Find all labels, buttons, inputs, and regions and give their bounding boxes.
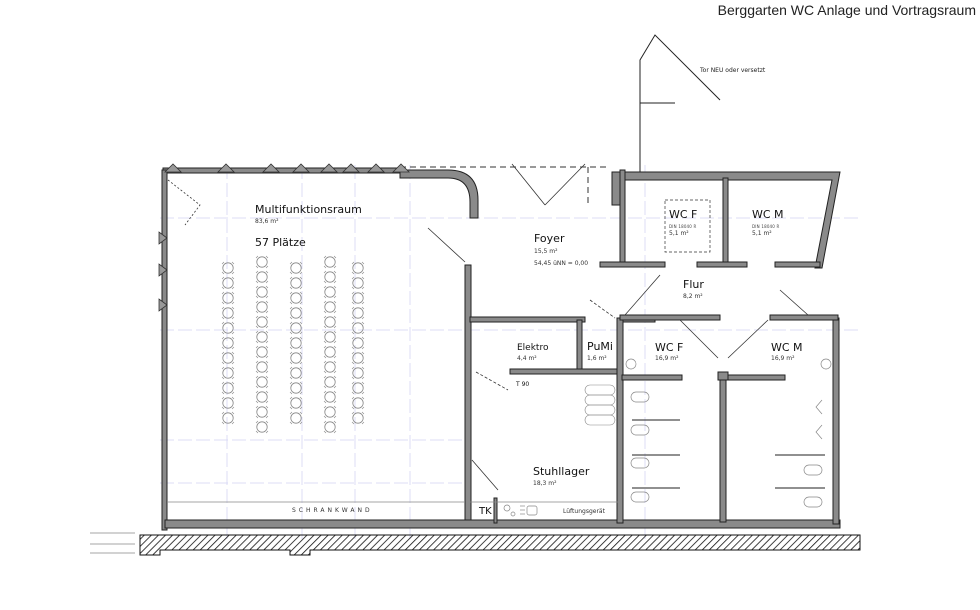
ventilation-label: Lüftungsgerät (563, 508, 605, 515)
room-area-foyer: 15,5 m² (534, 248, 558, 255)
room-area-flur: 8,2 m² (683, 293, 703, 300)
column-markers (158, 163, 410, 312)
room-area-wc-m-large: 16,9 m² (771, 355, 795, 362)
room-area-multifunktionsraum: 83,6 m² (255, 218, 279, 225)
plan-title: Berggarten WC Anlage und Vortragsraum (717, 2, 976, 18)
fire-door-label: T 90 (516, 381, 530, 388)
seat-count: 57 Plätze (255, 236, 306, 249)
walls (161, 167, 841, 531)
elevation-note: 54,45 üNN = 0,00 (534, 260, 589, 267)
schrankwand-label: SCHRANKWAND (292, 507, 373, 514)
room-area-wc-f-large: 16,9 m² (655, 355, 679, 362)
room-area-elektro: 4,4 m² (517, 355, 537, 362)
gate-note: Tor NEU oder versetzt (700, 67, 766, 74)
room-area-wc-m-small: 5,1 m² (752, 230, 772, 237)
room-name-wc-f-large: WC F (655, 341, 684, 354)
wc-fixtures (625, 199, 832, 508)
tk-label: TK (479, 506, 492, 517)
room-norm-wc-m-small: DIN 18040 R (752, 224, 780, 229)
seating-rows (221, 255, 365, 434)
door-swings (167, 163, 809, 491)
room-name-multifunktionsraum: Multifunktionsraum (255, 203, 362, 216)
room-area-pumi: 1,6 m² (587, 355, 607, 362)
foundation-slab (139, 534, 861, 556)
room-name-wc-f-small: WC F (669, 208, 698, 221)
room-area-wc-f-small: 5,1 m² (669, 230, 689, 237)
room-name-elektro: Elektro (517, 343, 549, 353)
room-name-stuhllager: Stuhllager (533, 465, 590, 478)
gate-line (639, 34, 721, 138)
room-name-flur: Flur (683, 278, 704, 291)
room-name-wc-m-large: WC M (771, 341, 803, 354)
canopy-dashed (400, 166, 610, 205)
room-area-stuhllager: 18,3 m² (533, 480, 557, 487)
room-norm-wc-f-small: DIN 18040 R (669, 224, 697, 229)
room-name-wc-m-small: WC M (752, 208, 784, 221)
room-name-pumi: PuMi (587, 340, 613, 353)
room-name-foyer: Foyer (534, 232, 565, 245)
stacked-chairs (584, 384, 616, 426)
